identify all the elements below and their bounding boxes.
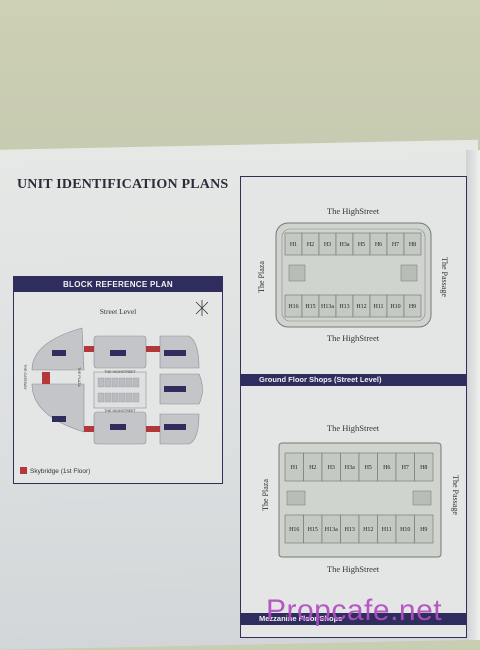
unit-label: H8: [409, 242, 416, 248]
unit-label: H8: [420, 465, 427, 471]
compass-icon: [195, 300, 209, 316]
skybridges: [42, 346, 160, 432]
unit-label: H15: [305, 304, 315, 310]
unit-label: H12: [356, 304, 366, 310]
unit-cell: [414, 514, 434, 544]
ground-floor-plan: The HighStreet The HighStreet The Plaza …: [257, 206, 449, 343]
block-plan-diagram: Street Level THE HIGHSTREET THE HIGHSTRE…: [23, 300, 209, 445]
skybridge-legend-label: Skybridge (1st Floor): [30, 468, 91, 475]
block-reference-plan: BLOCK REFERENCE PLAN Street Level THE HI…: [13, 276, 223, 484]
unit-label: H11: [382, 527, 392, 533]
unit-label: H16: [288, 304, 298, 310]
unit-label: H10: [390, 304, 400, 310]
page-edge: [466, 150, 480, 640]
watermark: Propcafe.net: [266, 594, 443, 627]
highstreet-top-label: THE HIGHSTREET: [104, 370, 136, 374]
unit-label: H3a: [345, 465, 355, 471]
unit-label: H3: [328, 465, 335, 471]
unit-label: H13: [339, 304, 349, 310]
unit-label: H5: [358, 242, 365, 248]
unit-cell: [403, 294, 422, 318]
unit-label: H13a: [321, 304, 334, 310]
unit-cell: [403, 232, 422, 256]
skybridge-legend: Skybridge (1st Floor): [20, 467, 90, 475]
mf-plaza-label: The Plaza: [261, 479, 270, 511]
unit-label: H6: [383, 465, 390, 471]
gf-cores: [288, 264, 418, 282]
gf-street-bottom: The HighStreet: [327, 333, 380, 343]
unit-label: H13a: [325, 527, 338, 533]
unit-label: H2: [307, 242, 314, 248]
plaza-label: THE PLAZA: [77, 367, 81, 387]
unit-label: H13: [345, 527, 355, 533]
gateway-label: THE GATEWAY: [23, 364, 27, 390]
mf-cores: [286, 490, 432, 506]
block-tags: [52, 350, 186, 430]
unit-label: H2: [309, 465, 316, 471]
unit-label: H9: [409, 304, 416, 310]
unit-label: H7: [392, 242, 399, 248]
gf-plaza-label: The Plaza: [257, 261, 266, 293]
page-title: UNIT IDENTIFICATION PLANS: [17, 177, 229, 192]
mf-units-bottom-row: H16 H15 H13a H13 H12 H11 H10 H9: [284, 514, 434, 544]
unit-label: H6: [375, 242, 382, 248]
street-level-label: Street Level: [100, 307, 136, 316]
skybridge-swatch: [20, 467, 27, 474]
unit-label: H1: [291, 465, 298, 471]
floor-plans-panel: The HighStreet The HighStreet The Plaza …: [240, 176, 467, 638]
unit-label: H5: [365, 465, 372, 471]
gf-street-top: The HighStreet: [327, 206, 380, 216]
unit-label: H10: [400, 527, 410, 533]
block-southwest: [31, 383, 85, 433]
highstreet-bottom-label: THE HIGHSTREET: [104, 409, 136, 413]
mezzanine-floor-band: Mezzanine Floor Shops: [241, 613, 466, 625]
unit-label: H3: [324, 242, 331, 248]
mf-street-bottom: The HighStreet: [327, 564, 380, 574]
gf-units-top-row: H1 H2 H3 H3a H5 H6 H7 H8: [284, 232, 422, 256]
gf-units-bottom-row: H16 H15 H13a H13 H12 H11 H10 H9: [284, 294, 422, 318]
unit-label: H15: [308, 527, 318, 533]
block-plan-header: BLOCK REFERENCE PLAN: [14, 277, 222, 292]
unit-cell: [414, 452, 434, 482]
gf-passage-label: The Passage: [440, 257, 449, 297]
unit-label: H9: [420, 527, 427, 533]
mf-units-top-row: H1 H2 H3 H3a H5 H6 H7 H8: [284, 452, 434, 482]
unit-label: H1: [290, 242, 297, 248]
unit-label: H7: [402, 465, 409, 471]
mezzanine-floor-plan: The HighStreet The HighStreet The Plaza …: [261, 423, 460, 574]
highstreet-block: [93, 371, 147, 409]
unit-label: H11: [373, 304, 383, 310]
mf-passage-label: The Passage: [451, 475, 460, 515]
unit-label: H16: [289, 527, 299, 533]
highstreet-units: [97, 377, 140, 403]
ground-floor-band: Ground Floor Shops (Street Level): [241, 374, 466, 386]
unit-label: H3a: [340, 242, 350, 248]
block-northwest: [31, 327, 85, 371]
gf-inner: [281, 228, 426, 322]
mf-street-top: The HighStreet: [327, 423, 380, 433]
unit-label: H12: [363, 527, 373, 533]
